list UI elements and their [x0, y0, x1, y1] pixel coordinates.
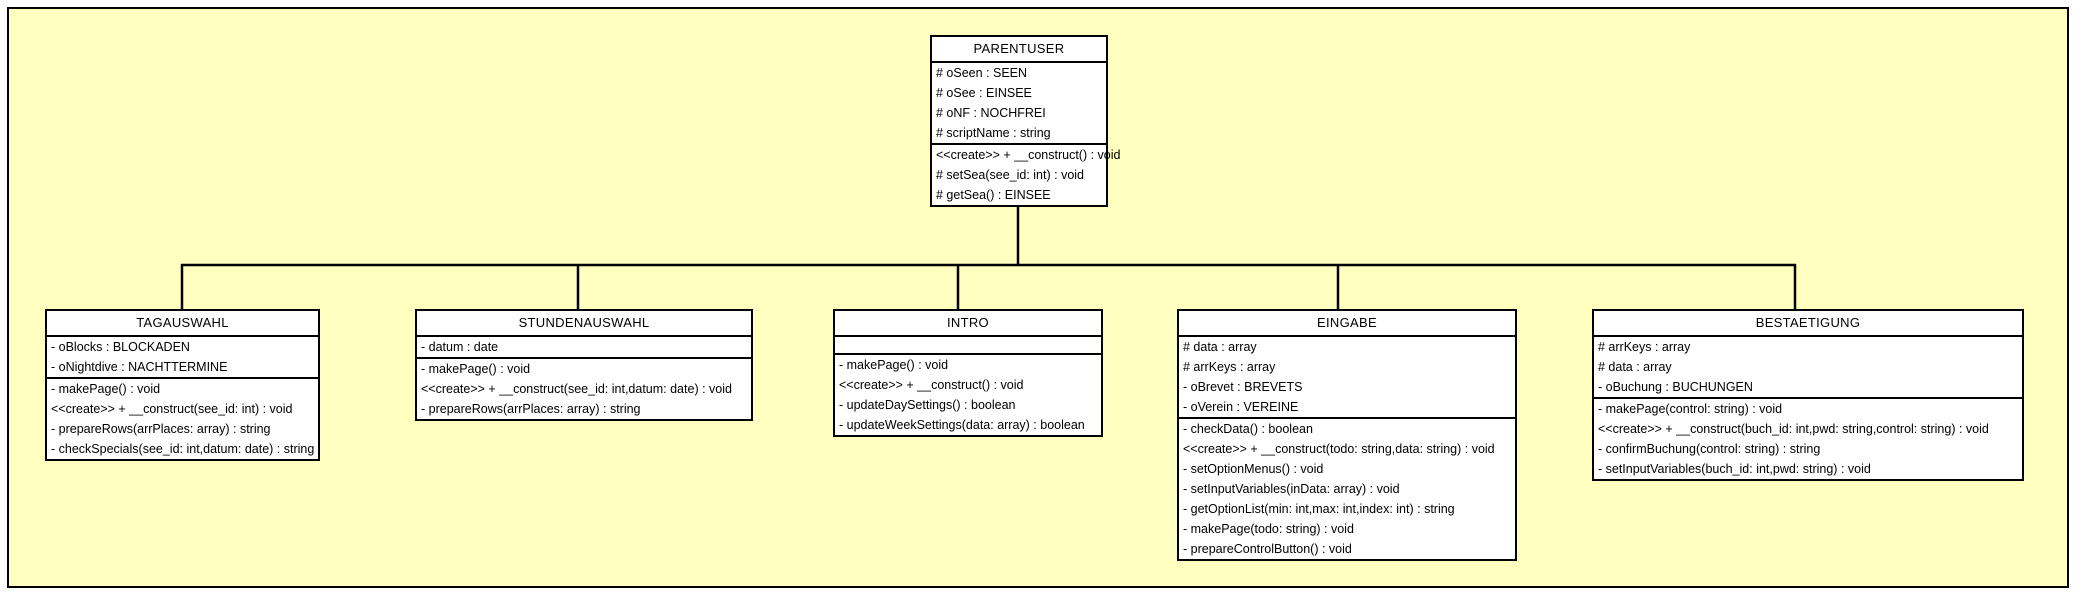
attribute-row: # oNF : NOCHFREI	[936, 106, 1046, 120]
attribute-row: - oNightdive : NACHTTERMINE	[51, 360, 228, 374]
class-name-bestaetigung: BESTAETIGUNG	[1594, 311, 2022, 337]
attributes-compartment-eingabe: # data : array # arrKeys : array - oBrev…	[1179, 337, 1515, 419]
attribute-row: - oBuchung : BUCHUNGEN	[1598, 380, 1753, 394]
uml-class-tagauswahl[interactable]: TAGAUSWAHL - oBlocks : BLOCKADEN - oNigh…	[45, 309, 320, 461]
operation-row: - prepareControlButton() : void	[1183, 542, 1352, 556]
operation-row: - checkData() : boolean	[1183, 422, 1313, 436]
uml-class-intro[interactable]: INTRO - makePage() : void <<create>> + _…	[833, 309, 1103, 437]
attributes-compartment-parentuser: # oSeen : SEEN # oSee : EINSEE # oNF : N…	[932, 63, 1106, 145]
operation-row: <<create>> + __construct(see_id: int,dat…	[421, 382, 732, 396]
attribute-row: # data : array	[1598, 360, 1672, 374]
attribute-row: # scriptName : string	[936, 126, 1051, 140]
operation-row: - prepareRows(arrPlaces: array) : string	[51, 422, 271, 436]
attributes-compartment-bestaetigung: # arrKeys : array # data : array - oBuch…	[1594, 337, 2022, 399]
attribute-row: - oBrevet : BREVETS	[1183, 380, 1303, 394]
operation-row: - updateWeekSettings(data: array) : bool…	[839, 418, 1085, 432]
attribute-row: - datum : date	[421, 340, 499, 354]
operations-compartment-eingabe: - checkData() : boolean <<create>> + __c…	[1179, 419, 1515, 559]
operation-row: <<create>> + __construct(see_id: int) : …	[51, 402, 293, 416]
operations-compartment-tagauswahl: - makePage() : void <<create>> + __const…	[47, 379, 318, 459]
attributes-compartment-tagauswahl: - oBlocks : BLOCKADEN - oNightdive : NAC…	[47, 337, 318, 379]
operation-row: - setInputVariables(buch_id: int,pwd: st…	[1598, 462, 1871, 476]
operations-compartment-intro: - makePage() : void <<create>> + __const…	[835, 355, 1101, 435]
operation-row: # getSea() : EINSEE	[936, 188, 1051, 202]
operation-row: - makePage() : void	[51, 382, 161, 396]
operation-row: - getOptionList(min: int,max: int,index:…	[1183, 502, 1455, 516]
attribute-row: # oSeen : SEEN	[936, 66, 1028, 80]
attributes-compartment-intro	[835, 337, 1101, 355]
attribute-row: - oVerein : VEREINE	[1183, 400, 1299, 414]
operation-row: <<create>> + __construct(todo: string,da…	[1183, 442, 1495, 456]
uml-class-stundenauswahl[interactable]: STUNDENAUSWAHL - datum : date - makePage…	[415, 309, 753, 421]
class-name-intro: INTRO	[835, 311, 1101, 337]
operation-row: <<create>> + __construct() : void	[936, 148, 1121, 162]
attribute-row: # data : array	[1183, 340, 1257, 354]
operation-row: - updateDaySettings() : boolean	[839, 398, 1016, 412]
operation-row: # setSea(see_id: int) : void	[936, 168, 1084, 182]
operation-row: - makePage() : void	[421, 362, 531, 376]
operation-row: - makePage(todo: string) : void	[1183, 522, 1354, 536]
attribute-row: # arrKeys : array	[1598, 340, 1691, 354]
operation-row: - setOptionMenus() : void	[1183, 462, 1324, 476]
class-name-eingabe: EINGABE	[1179, 311, 1515, 337]
attributes-compartment-stundenauswahl: - datum : date	[417, 337, 751, 359]
operation-row: - prepareRows(arrPlaces: array) : string	[421, 402, 641, 416]
operation-row: <<create>> + __construct() : void	[839, 378, 1024, 392]
attribute-row: # oSee : EINSEE	[936, 86, 1032, 100]
operation-row: - makePage() : void	[839, 358, 949, 372]
operations-compartment-parentuser: <<create>> + __construct() : void # setS…	[932, 145, 1121, 205]
operation-row: - confirmBuchung(control: string) : stri…	[1598, 442, 1821, 456]
operation-row: - makePage(control: string) : void	[1598, 402, 1783, 416]
uml-class-eingabe[interactable]: EINGABE # data : array # arrKeys : array…	[1177, 309, 1517, 561]
class-name-tagauswahl: TAGAUSWAHL	[47, 311, 318, 337]
operation-row: - setInputVariables(inData: array) : voi…	[1183, 482, 1400, 496]
class-name-parentuser: PARENTUSER	[932, 37, 1106, 63]
uml-class-parentuser[interactable]: PARENTUSER # oSeen : SEEN # oSee : EINSE…	[930, 35, 1121, 207]
attribute-row: - oBlocks : BLOCKADEN	[51, 340, 190, 354]
attribute-row: # arrKeys : array	[1183, 360, 1276, 374]
uml-class-bestaetigung[interactable]: BESTAETIGUNG # arrKeys : array # data : …	[1592, 309, 2024, 481]
class-name-stundenauswahl: STUNDENAUSWAHL	[417, 311, 751, 337]
operations-compartment-stundenauswahl: - makePage() : void <<create>> + __const…	[417, 359, 751, 419]
operation-row: <<create>> + __construct(buch_id: int,pw…	[1598, 422, 1989, 436]
operations-compartment-bestaetigung: - makePage(control: string) : void <<cre…	[1594, 399, 2022, 479]
operation-row: - checkSpecials(see_id: int,datum: date)…	[51, 442, 315, 456]
